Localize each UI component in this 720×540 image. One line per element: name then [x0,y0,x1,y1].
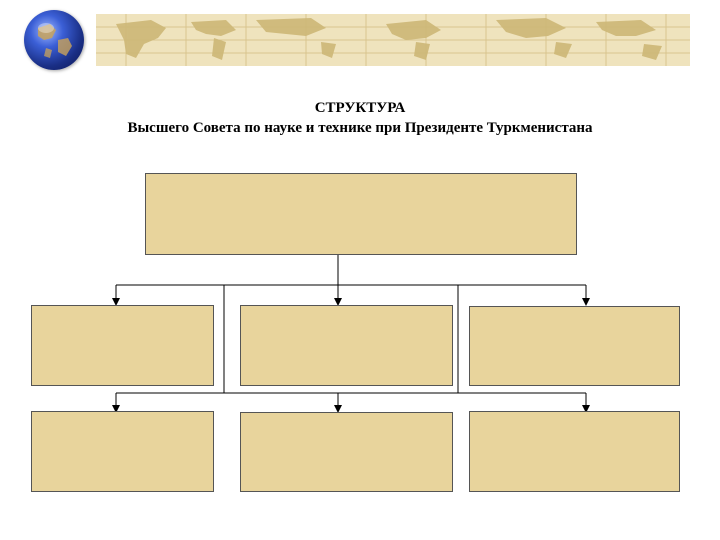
title-line-1: СТРУКТУРА [314,100,406,116]
org-box-row1-right [469,306,680,386]
globe-icon [24,10,84,70]
org-box-row1-left [31,305,214,386]
org-box-row2-center [240,412,453,492]
world-map-strip [96,14,690,66]
org-box-row2-right [469,411,680,492]
header-banner [0,0,720,72]
org-box-row1-center [240,305,453,386]
org-box-row2-left [31,411,214,492]
title-line-2: Высшего Совета по науке и технике при Пр… [127,120,593,136]
page-title: СТРУКТУРА Высшего Совета по науке и техн… [0,98,720,138]
org-box-top [145,173,577,255]
